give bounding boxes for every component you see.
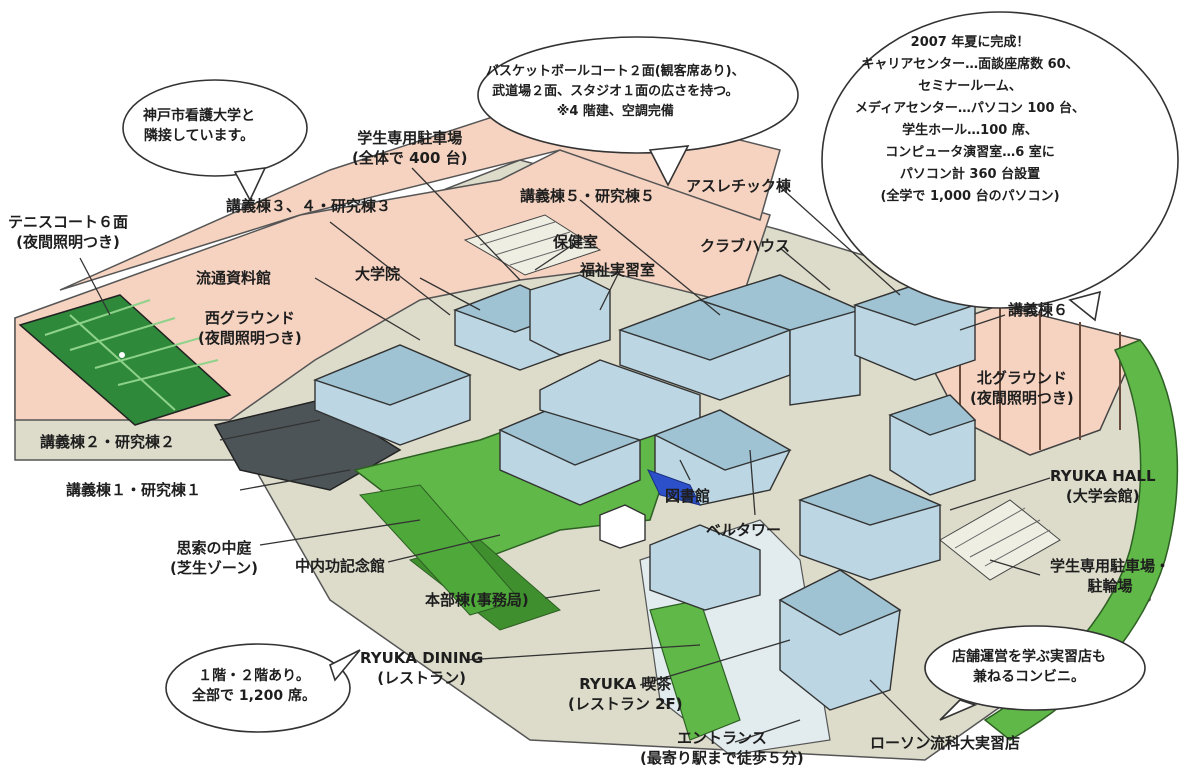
label-lecture6: 講義棟６ [1008, 301, 1069, 319]
label-lecture2: 講義棟２・研究棟２ [40, 433, 176, 451]
label-lawson: ローソン流科大実習店 [870, 734, 1021, 752]
leader-lines [79, 167, 1051, 743]
bubble-store-text: 店舗運営を学ぶ実習店も兼ねるコンビニ。 [952, 649, 1106, 685]
bubble-gym-text: バスケットボールコート２面(観客席あり)、武道場２面、スタジオ１面の広さを持つ。… [486, 64, 745, 119]
label-clubhouse: クラブハウス [700, 237, 791, 255]
parking-lot-right [939, 499, 1061, 581]
label-belltower: ベルタワー [706, 521, 782, 539]
label-cafe: RYUKA 喫茶(レストラン 2F) [568, 675, 683, 713]
label-parking-top: 学生専用駐車場(全体で 400 台) [352, 129, 468, 167]
bubble-kobe-text: 神戸市看護大学と隣接しています。 [143, 108, 255, 144]
label-honbu: 本部棟(事務局) [425, 591, 529, 609]
label-daigakuin: 大学院 [355, 265, 401, 283]
bubble-kobe [122, 79, 308, 177]
speech-bubbles [122, 11, 1179, 733]
label-lecture5: 講義棟５・研究棟５ [520, 187, 656, 205]
bubble-dining [165, 643, 351, 733]
buildings [312, 274, 978, 711]
label-dining: RYUKA DINING(レストラン) [360, 649, 484, 687]
bubble-media-text: 2007 年夏に完成！キャリアセンター…面談座席数 60、セミナールーム、メディ… [855, 35, 1086, 204]
label-lecture34: 講義棟３、４・研究棟３ [226, 197, 392, 215]
label-nakauchi: 中内功記念館 [295, 557, 386, 575]
bubble-gym [477, 36, 799, 154]
label-north-ground: 北グラウンド(夜間照明つき) [970, 369, 1074, 407]
tennis-courts [18, 294, 232, 426]
pond [647, 469, 701, 506]
label-fukushi: 福祉実習室 [580, 261, 656, 279]
label-athletic: アスレチック棟 [686, 177, 792, 195]
label-parking-right: 学生専用駐車場・駐輪場 [1050, 557, 1171, 595]
bubble-dining-text: １階・２階あり。全部で 1,200 席。 [192, 668, 317, 704]
label-ryuka-hall: RYUKA HALL(大学会館) [1050, 467, 1156, 505]
label-hokenshitsu: 保健室 [553, 233, 599, 251]
parking-lot-top [463, 214, 602, 276]
label-ryutsu: 流通資料館 [196, 269, 272, 287]
label-courtyard: 思索の中庭(芝生ゾーン) [170, 539, 258, 577]
label-tennis: テニスコート６面(夜間照明つき) [8, 213, 129, 251]
label-entrance: エントランス(最寄り駅まで徒歩５分) [640, 729, 804, 767]
label-west-ground: 西グラウンド(夜間照明つき) [198, 309, 302, 347]
bubble-store [924, 625, 1146, 711]
entrance-hedge [649, 599, 741, 741]
label-lecture1: 講義棟１・研究棟１ [66, 481, 202, 499]
label-library: 図書館 [665, 487, 711, 505]
bubble-media [821, 11, 1179, 309]
west-field-area [14, 149, 771, 421]
